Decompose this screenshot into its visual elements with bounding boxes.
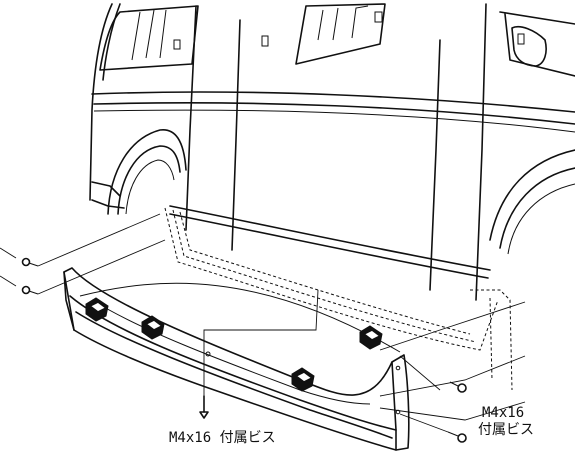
- mounting-clip: [291, 367, 315, 392]
- right-screw-size-label: M4x16: [482, 405, 525, 421]
- screw-icon: [449, 381, 467, 393]
- screw-icon: [199, 395, 209, 419]
- mounting-hole: [395, 365, 401, 371]
- leader-lines: [0, 213, 526, 433]
- side-skirt-part: [63, 267, 410, 451]
- right-screw-note-label: 付属ビス: [478, 422, 534, 438]
- mounting-clip: [359, 325, 383, 350]
- screw-icon: [21, 257, 39, 267]
- mounting-clip: [141, 315, 165, 340]
- screw-icon: [21, 285, 39, 295]
- bottom-screw-callout: M4x16 付属ビス: [169, 430, 276, 446]
- vehicle-body: [89, 3, 575, 301]
- mounting-hole: [395, 409, 401, 415]
- screw-icon: [447, 431, 467, 443]
- mounting-hole: [205, 351, 211, 357]
- hidden-mounting-outline: [164, 207, 513, 391]
- mounting-clip: [85, 297, 109, 322]
